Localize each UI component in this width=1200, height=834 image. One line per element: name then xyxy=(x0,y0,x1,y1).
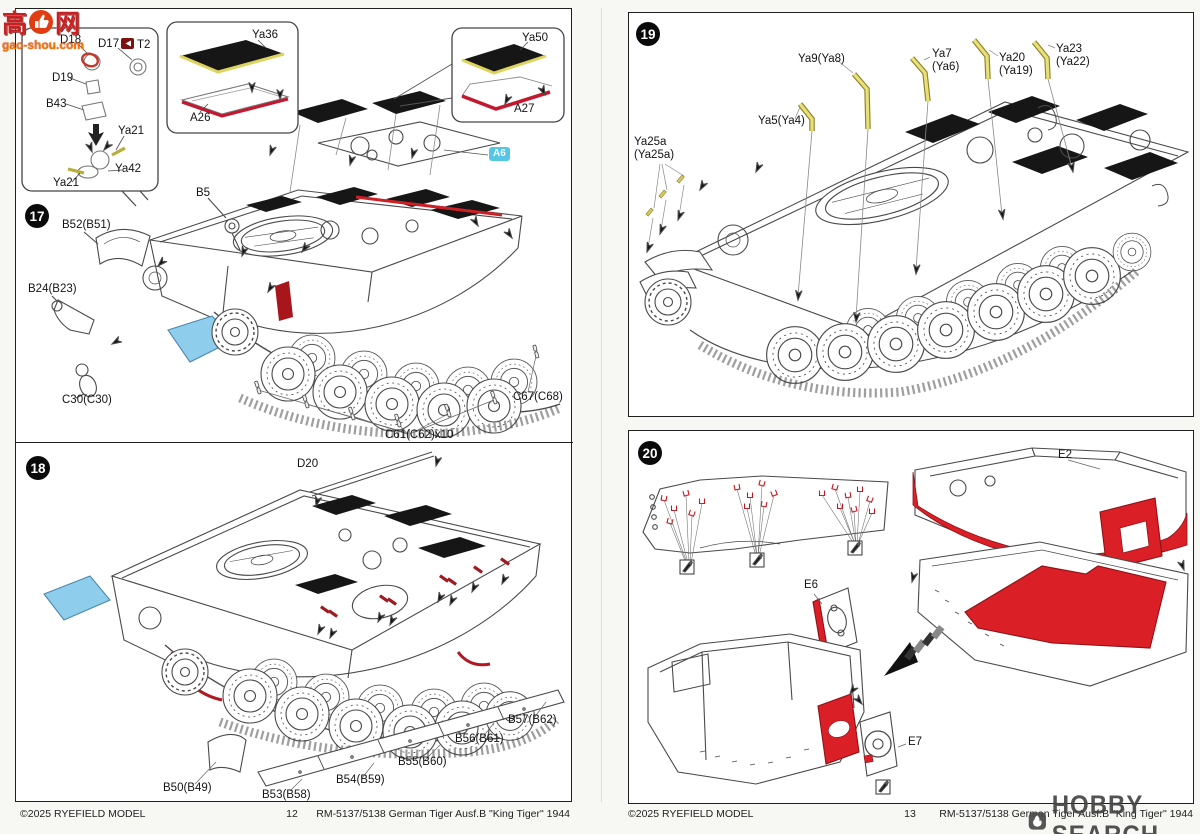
label-d20: D20 xyxy=(297,458,319,470)
label-b43: B43 xyxy=(46,98,67,110)
right-footer-page: 13 xyxy=(904,808,916,820)
label-b55: B55(B60) xyxy=(398,756,447,768)
label-t2: T2 xyxy=(137,39,151,51)
thumb-logo-icon xyxy=(29,10,54,34)
step17-number: 17 xyxy=(25,204,49,228)
label-a27: A27 xyxy=(514,103,535,115)
left-page-divider xyxy=(15,442,573,443)
label-ya21-bottom: Ya21 xyxy=(53,177,80,189)
left-footer-copyright: ©2025 RYEFIELD MODEL xyxy=(20,808,146,820)
label-ya23: Ya23 (Ya22) xyxy=(1056,43,1090,69)
label-a26: A26 xyxy=(190,112,211,124)
gaoshou-watermark: 高 网 gao-shou.com xyxy=(2,4,84,52)
label-b54: B54(B59) xyxy=(336,774,385,786)
hobbysearch-logo-icon xyxy=(1028,812,1046,830)
label-c30: C30(C30) xyxy=(62,394,112,406)
step19-number: 19 xyxy=(636,22,660,46)
label-ya50: Ya50 xyxy=(522,32,549,44)
label-b52: B52(B51) xyxy=(62,219,111,231)
gaoshou-cn-char1: 高 xyxy=(2,10,28,38)
label-a6: A6 xyxy=(489,147,510,161)
label-b5: B5 xyxy=(196,187,211,199)
label-b24: B24(B23) xyxy=(28,283,77,295)
label-ya42: Ya42 xyxy=(115,163,142,175)
page-fold-line xyxy=(601,8,602,802)
label-e6: E6 xyxy=(804,579,819,591)
hobbysearch-watermark: HOBBY SEARCH xyxy=(1028,790,1200,834)
label-c61: C61(C62)x10 xyxy=(385,429,454,441)
label-ya36: Ya36 xyxy=(252,29,279,41)
step18-number: 18 xyxy=(26,456,50,480)
label-c67: C67(C68) xyxy=(513,391,563,403)
left-footer-product: RM-5137/5138 German Tiger Ausf.B "King T… xyxy=(316,808,570,820)
label-e2: E2 xyxy=(1058,449,1073,461)
label-e7: E7 xyxy=(908,736,923,748)
left-footer-page: 12 xyxy=(286,808,298,820)
hobbysearch-text: HOBBY SEARCH xyxy=(1051,790,1158,834)
label-ya5: Ya5(Ya4) xyxy=(758,115,805,127)
label-ya20: Ya20 (Ya19) xyxy=(999,52,1033,78)
label-b57: B57(B62) xyxy=(508,714,557,726)
label-b56: B56(B61) xyxy=(455,733,504,745)
label-b50: B50(B49) xyxy=(163,782,212,794)
label-b53: B53(B58) xyxy=(262,789,311,801)
step19-box xyxy=(628,12,1194,417)
label-ya7: Ya7 (Ya6) xyxy=(932,48,960,74)
label-ya21-top: Ya21 xyxy=(118,125,145,137)
label-d19: D19 xyxy=(52,72,74,84)
gaoshou-cn-char2: 网 xyxy=(55,10,81,38)
step20-number: 20 xyxy=(638,441,662,465)
gaoshou-url: gao-shou.com xyxy=(2,38,85,52)
label-d17: D17 xyxy=(98,38,120,50)
right-footer-copyright: ©2025 RYEFIELD MODEL xyxy=(628,808,754,820)
label-ya25a: Ya25a (Ya25a) xyxy=(634,136,675,162)
label-ya9: Ya9(Ya8) xyxy=(798,53,845,65)
right-footer-product: RM-5137/5138 German Tiger Ausf.B "King T… xyxy=(939,808,1193,820)
